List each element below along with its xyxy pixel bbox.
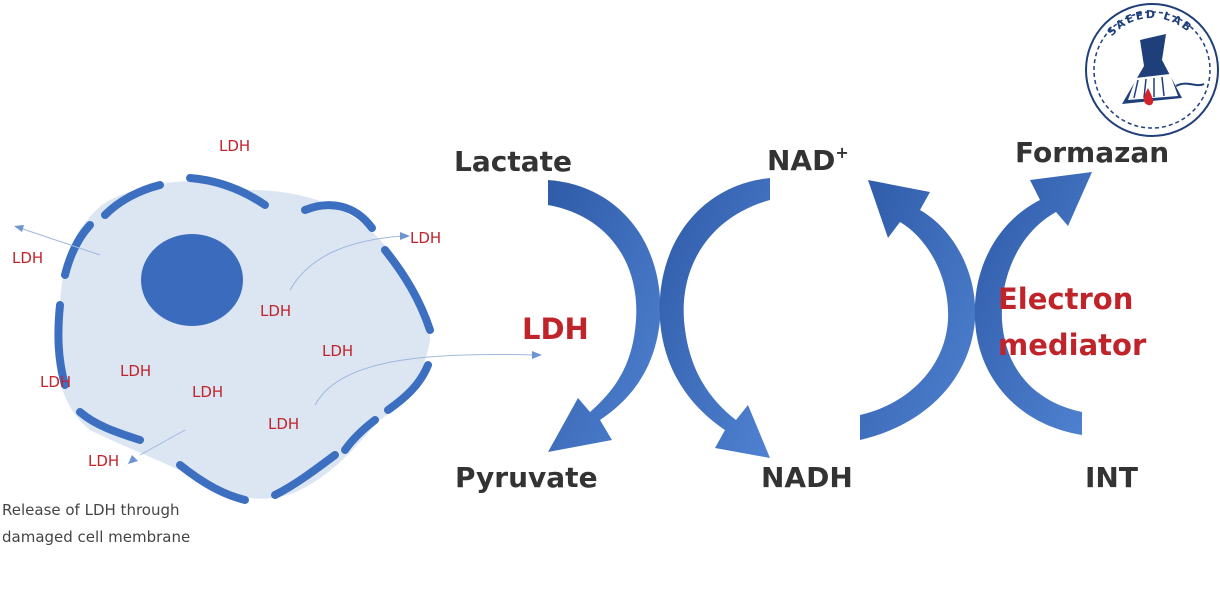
- damaged-cell: LDH LDH LDH LDH LDH LDH LDH LDH LDH LDH …: [2, 137, 542, 546]
- ldh-label: LDH: [219, 137, 250, 155]
- saeed-lab-logo: SAEED LAB: [1085, 3, 1219, 137]
- ldh-label: LDH: [410, 229, 441, 247]
- ldh-label: LDH: [268, 415, 299, 433]
- ldh-label: LDH: [120, 362, 151, 380]
- cell-membrane: [54, 174, 434, 504]
- ldh-label: LDH: [12, 249, 43, 267]
- nad-superscript: +: [835, 143, 848, 162]
- nucleus: [141, 234, 243, 326]
- electron-mediator-line-1: Electron: [998, 282, 1133, 316]
- caption-line-1: Release of LDH through: [2, 501, 180, 519]
- int-label: INT: [1085, 461, 1138, 494]
- ldh-label: LDH: [192, 383, 223, 401]
- ldh-label: LDH: [322, 342, 353, 360]
- caption-line-2: damaged cell membrane: [2, 528, 190, 546]
- leak-arrowheads: [14, 225, 542, 464]
- ldh-label: LDH: [260, 302, 291, 320]
- nad-to-nadh-arrow: [659, 178, 770, 458]
- blood-drop-icon: [1143, 88, 1154, 106]
- nad-plus-label: NAD+: [767, 143, 849, 177]
- ldh-enzyme-label: LDH: [522, 312, 589, 346]
- lactate-to-pyruvate-arrow: [548, 180, 661, 452]
- nad-text: NAD: [767, 144, 835, 177]
- flask-icon: [1122, 34, 1205, 104]
- ldh-label: LDH: [40, 373, 71, 391]
- int-to-formazan-arrow: [974, 172, 1092, 435]
- reaction-arrows: [548, 172, 1092, 458]
- nadh-to-nad-arrow: [860, 180, 976, 440]
- lactate-label: Lactate: [454, 145, 572, 178]
- ldh-label: LDH: [88, 452, 119, 470]
- pyruvate-label: Pyruvate: [455, 461, 598, 494]
- formazan-label: Formazan: [1015, 136, 1169, 169]
- electron-mediator-line-2: mediator: [998, 328, 1147, 362]
- leak-lines: [19, 227, 536, 456]
- nadh-label: NADH: [761, 461, 853, 494]
